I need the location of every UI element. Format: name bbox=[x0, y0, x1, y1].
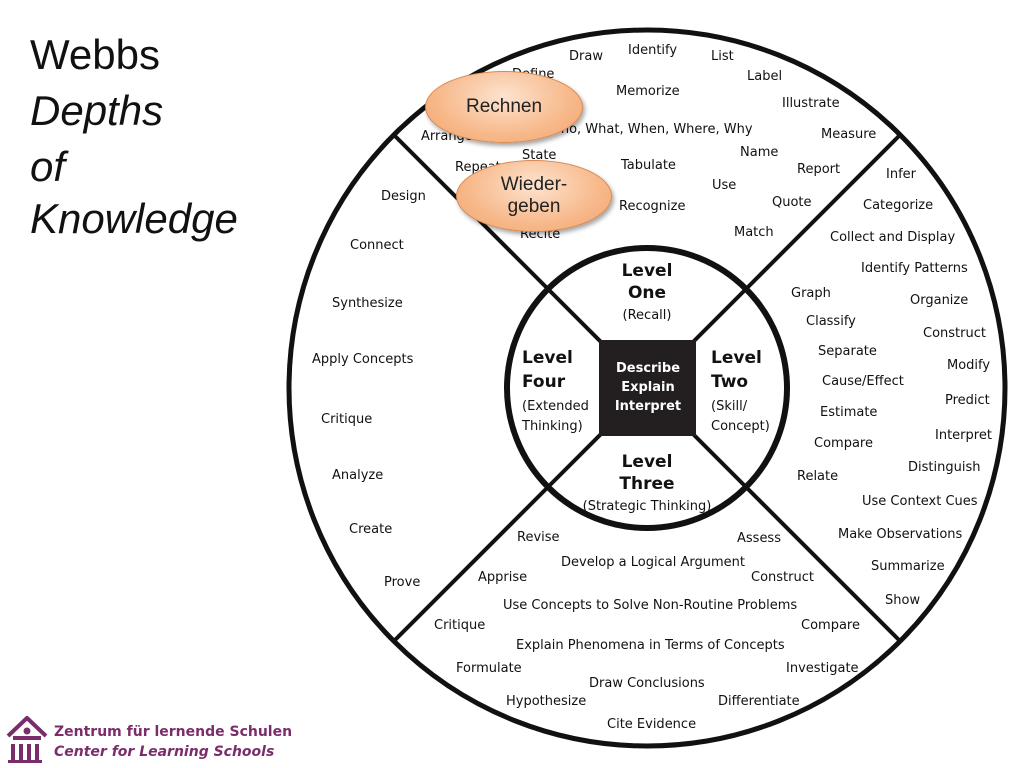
word-interpret: Interpret bbox=[935, 428, 992, 443]
bubble-rechnen: Rechnen bbox=[425, 71, 583, 143]
center-describe: Describe bbox=[616, 361, 680, 376]
divider-ne bbox=[743, 133, 902, 292]
word-separate: Separate bbox=[818, 344, 877, 359]
word-identify: Identify bbox=[628, 43, 677, 58]
word-infer: Infer bbox=[886, 167, 917, 182]
word-show: Show bbox=[885, 593, 920, 608]
word-identify-patterns: Identify Patterns bbox=[861, 261, 968, 276]
word-investigate: Investigate bbox=[786, 661, 859, 676]
word-use-context-cues: Use Context Cues bbox=[862, 494, 978, 509]
word-construct-right: Construct bbox=[923, 326, 986, 341]
bubble-wiedergeben: Wieder- geben bbox=[456, 160, 612, 232]
word-estimate: Estimate bbox=[820, 405, 877, 420]
word-predict: Predict bbox=[945, 393, 990, 408]
logo-line-de: Zentrum für lernende Schulen bbox=[54, 724, 293, 740]
word-graph: Graph bbox=[791, 286, 831, 301]
word-apply-concepts: Apply Concepts bbox=[312, 352, 414, 367]
level-two-sub1: (Skill/ bbox=[711, 399, 748, 414]
word-relate: Relate bbox=[797, 469, 838, 484]
word-modify: Modify bbox=[947, 358, 990, 373]
word-draw: Draw bbox=[569, 49, 603, 64]
word-name: Name bbox=[740, 145, 778, 160]
word-apprise: Apprise bbox=[478, 570, 527, 585]
level-two-label: Level bbox=[711, 348, 762, 368]
level-three-sub: (Strategic Thinking) bbox=[583, 499, 712, 514]
word-collect-display: Collect and Display bbox=[830, 230, 955, 245]
level-one-number: One bbox=[628, 283, 666, 303]
word-list: List bbox=[711, 49, 734, 64]
word-critique-left: Critique bbox=[321, 412, 372, 427]
divider-se bbox=[743, 484, 902, 643]
level-two-sub2: Concept) bbox=[711, 419, 770, 434]
word-organize: Organize bbox=[910, 293, 968, 308]
logo-line-en: Center for Learning Schools bbox=[54, 744, 275, 760]
title-line-knowledge: Knowledge bbox=[30, 195, 238, 242]
word-draw-conclusions: Draw Conclusions bbox=[589, 676, 705, 691]
word-use: Use bbox=[712, 178, 736, 193]
word-hypothesize: Hypothesize bbox=[506, 694, 586, 709]
word-recognize: Recognize bbox=[619, 199, 685, 214]
level-four-label: Level bbox=[522, 348, 573, 368]
word-revise: Revise bbox=[517, 530, 560, 545]
title-line-of: of bbox=[30, 143, 66, 190]
level-four-sub1: (Extended bbox=[522, 399, 589, 414]
word-differentiate: Differentiate bbox=[718, 694, 800, 709]
word-compare-right: Compare bbox=[814, 436, 873, 451]
level-three-number: Three bbox=[619, 474, 674, 494]
word-classify: Classify bbox=[806, 314, 856, 329]
word-label: Label bbox=[747, 69, 782, 84]
word-compare-bottom: Compare bbox=[801, 618, 860, 633]
title-line-webbs: Webbs bbox=[30, 31, 160, 78]
word-quote: Quote bbox=[772, 195, 812, 210]
level-four-number: Four bbox=[522, 372, 566, 392]
word-summarize: Summarize bbox=[871, 559, 945, 574]
word-design: Design bbox=[381, 189, 426, 204]
word-memorize: Memorize bbox=[616, 84, 680, 99]
title-line-depths: Depths bbox=[30, 87, 164, 134]
word-create: Create bbox=[349, 522, 392, 537]
word-explain-phenomena: Explain Phenomena in Terms of Concepts bbox=[516, 638, 785, 653]
word-analyze: Analyze bbox=[332, 468, 383, 483]
divider-sw bbox=[392, 484, 551, 643]
word-distinguish: Distinguish bbox=[908, 460, 980, 475]
word-illustrate: Illustrate bbox=[782, 96, 840, 111]
word-cause-effect: Cause/Effect bbox=[822, 374, 904, 389]
word-construct-bottom: Construct bbox=[751, 570, 814, 585]
level-one-label: Level bbox=[622, 261, 673, 281]
word-assess: Assess bbox=[737, 531, 781, 546]
center-interpret: Interpret bbox=[615, 399, 681, 414]
logo: Zentrum für lernende Schulen Center for … bbox=[4, 712, 292, 766]
word-tabulate: Tabulate bbox=[620, 158, 676, 173]
level-four-sub2: Thinking) bbox=[521, 419, 583, 434]
outer-ring bbox=[286, 27, 1008, 749]
center-box bbox=[599, 340, 696, 436]
word-critique-bottom: Critique bbox=[434, 618, 485, 633]
word-make-observations: Make Observations bbox=[838, 527, 963, 542]
word-connect: Connect bbox=[350, 238, 404, 253]
word-match: Match bbox=[734, 225, 774, 240]
level-two-number: Two bbox=[711, 372, 748, 392]
word-prove: Prove bbox=[384, 575, 420, 590]
word-formulate: Formulate bbox=[456, 661, 522, 676]
center-explain: Explain bbox=[621, 380, 675, 395]
level-one-sub: (Recall) bbox=[623, 308, 672, 323]
word-cite-evidence: Cite Evidence bbox=[607, 717, 696, 732]
word-report: Report bbox=[797, 162, 840, 177]
word-categorize: Categorize bbox=[863, 198, 933, 213]
level-three-label: Level bbox=[622, 452, 673, 472]
word-measure: Measure bbox=[821, 127, 876, 142]
word-who-what: Who, What, When, Where, Why bbox=[548, 122, 753, 137]
word-logical-argument: Develop a Logical Argument bbox=[561, 555, 745, 570]
word-synthesize: Synthesize bbox=[332, 296, 403, 311]
school-house-logo-icon bbox=[6, 716, 48, 763]
word-use-concepts: Use Concepts to Solve Non-Routine Proble… bbox=[503, 598, 797, 613]
